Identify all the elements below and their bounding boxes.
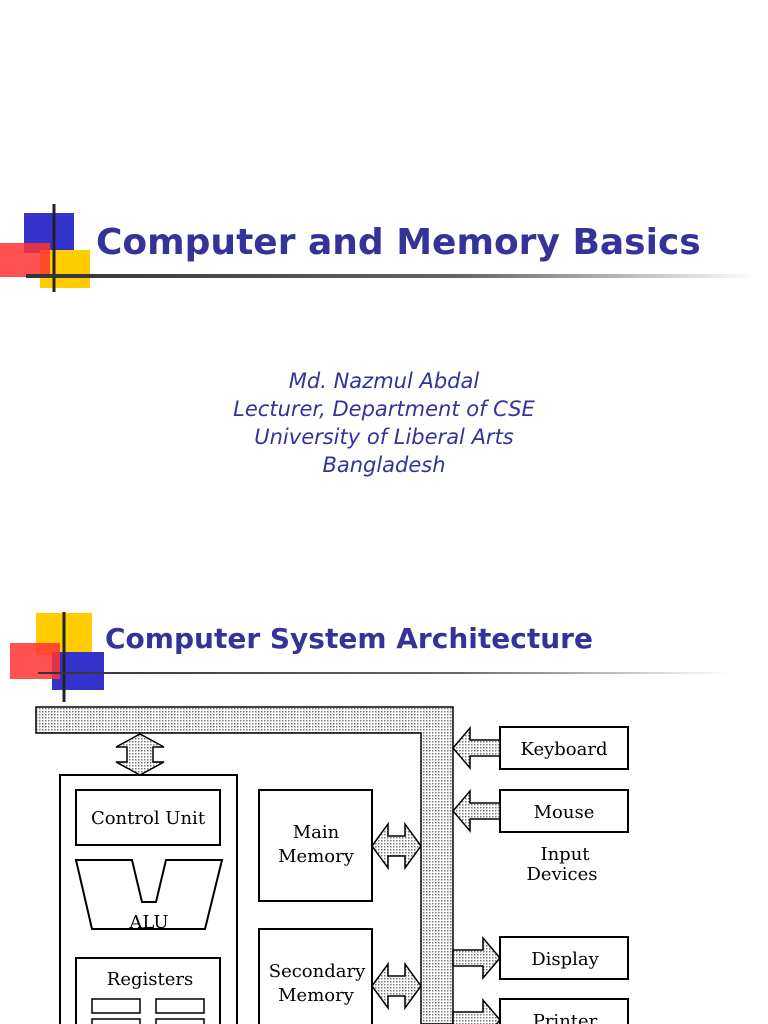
main-memory-label-line2: Memory xyxy=(278,846,355,867)
cpu-box xyxy=(59,774,238,1024)
system-bus xyxy=(35,706,454,1024)
title-rule-1 xyxy=(26,274,756,278)
cpu-bus-arrow xyxy=(115,733,165,776)
slide-1-title: Computer and Memory Basics xyxy=(96,222,701,263)
main-memory-box xyxy=(258,789,373,902)
register-cell xyxy=(155,998,205,1014)
secondary-memory-label-line2: Memory xyxy=(278,985,355,1006)
register-cell xyxy=(91,998,141,1014)
display-label: Display xyxy=(531,949,599,970)
author-name: Md. Nazmul Abdal xyxy=(288,369,480,393)
register-cell xyxy=(91,1018,141,1024)
display-bus-arrow xyxy=(452,935,501,981)
keyboard-box xyxy=(499,726,629,770)
title-decoration-1 xyxy=(0,204,90,292)
registers-box xyxy=(75,957,221,1024)
mouse-box xyxy=(499,789,629,833)
author-position: Lecturer, Department of CSE xyxy=(233,397,535,421)
registers-label: Registers xyxy=(107,969,193,990)
author-block: Md. Nazmul Abdal Lecturer, Department of… xyxy=(0,367,768,479)
alu-label: ALU xyxy=(128,912,168,933)
printer-label: Printer xyxy=(533,1011,598,1024)
author-country: Bangladesh xyxy=(322,453,446,477)
secondary-memory-bus-arrow xyxy=(371,961,422,1011)
alu-shape xyxy=(74,859,224,930)
title-decoration-2 xyxy=(10,612,104,702)
register-cell xyxy=(155,1018,205,1024)
printer-bus-arrow xyxy=(452,997,501,1024)
architecture-diagram: Control Unit ALU Registers Main Memory S… xyxy=(35,706,629,1024)
input-devices-caption-line1: Input xyxy=(540,844,590,865)
mouse-bus-arrow xyxy=(452,788,501,834)
keyboard-label: Keyboard xyxy=(520,739,607,760)
control-unit-label: Control Unit xyxy=(91,808,206,829)
control-unit-box xyxy=(75,789,221,846)
main-memory-label-line1: Main xyxy=(293,822,340,843)
input-devices-caption-line2: Devices xyxy=(527,864,598,885)
keyboard-bus-arrow xyxy=(452,725,501,771)
author-institution: University of Liberal Arts xyxy=(254,425,514,449)
secondary-memory-label-line1: Secondary xyxy=(269,961,366,982)
main-memory-bus-arrow xyxy=(371,821,422,871)
mouse-label: Mouse xyxy=(534,802,595,823)
secondary-memory-box xyxy=(258,928,373,1024)
slide-2-title: Computer System Architecture xyxy=(105,622,593,655)
display-box xyxy=(499,936,629,980)
title-rule-2 xyxy=(38,672,728,674)
